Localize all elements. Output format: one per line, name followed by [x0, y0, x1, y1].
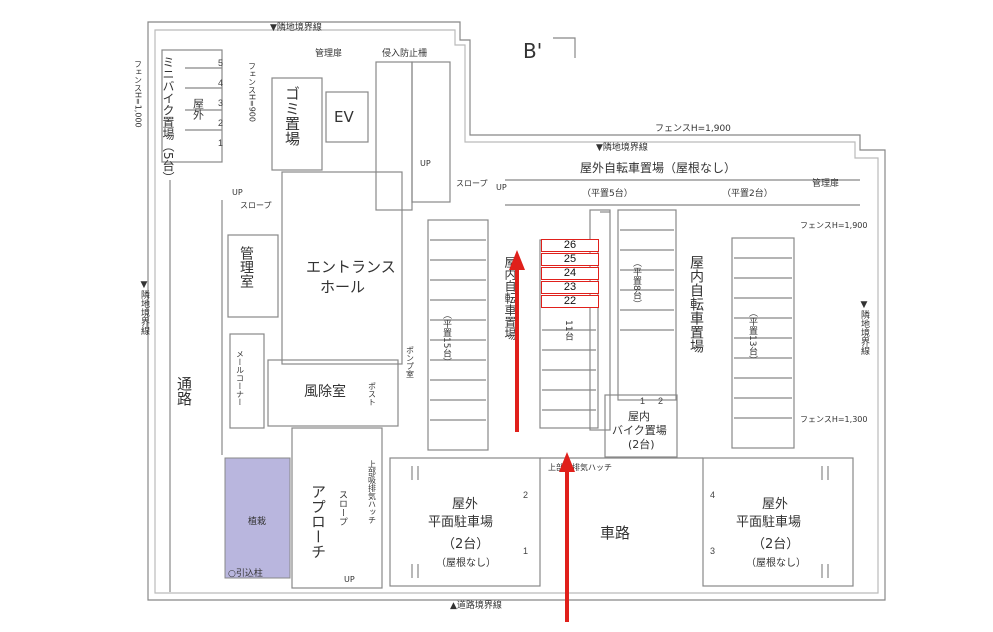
parking-left-4: （屋根なし）	[436, 556, 496, 569]
boundary-right: ▼隣地境界線	[859, 300, 870, 355]
mgmt-room: 管理室	[238, 246, 254, 288]
rack15: （平置15台）	[441, 310, 452, 366]
hatch2: 上部吸排気ハッチ	[368, 460, 377, 524]
highlight-box-24: 24	[541, 267, 599, 280]
hatch: 上部吸排気ハッチ	[548, 462, 612, 472]
up-mid: UP	[496, 183, 507, 192]
up-mid2: UP	[420, 159, 431, 168]
ev-label: EV	[334, 108, 354, 126]
mb-num: 1	[218, 138, 223, 148]
highlight-box-23: 23	[541, 281, 599, 294]
mb-num: 4	[218, 78, 223, 88]
parking-right-2: 平面駐車場	[736, 515, 801, 530]
parking-left-3: （2台）	[442, 537, 489, 552]
slope-left: スロープ	[240, 201, 272, 210]
minibike-sub: 屋外	[192, 98, 205, 121]
entrance-hall-1: エントランス	[306, 258, 396, 276]
road: 通路	[175, 376, 193, 406]
pump: ポンプ室	[406, 346, 415, 378]
fence-1900-right: フェンスH=1,900	[800, 221, 867, 230]
mb-num: 3	[218, 98, 223, 108]
parking-left-2: 平面駐車場	[428, 515, 493, 530]
outer-wall	[147, 21, 886, 601]
bike-num: 1	[640, 396, 645, 406]
fence-1300: フェンスH=1,300	[800, 415, 867, 424]
lp-num: 2	[523, 490, 528, 500]
fence-1900: フェンスH=1,900	[655, 124, 731, 134]
flat2: （平置2台）	[722, 187, 773, 199]
boundary-left: ▼隣地境界線	[139, 280, 150, 335]
planting-area	[224, 457, 291, 579]
mb-box: ポスト	[368, 382, 377, 406]
fence-left: フェンスH=1,000	[134, 60, 143, 128]
highlight-box-22: 22	[541, 295, 599, 308]
garbage-label: ゴミ置場	[283, 86, 301, 146]
rack8: （平置8台）	[631, 258, 642, 309]
b-marker: B'	[523, 39, 542, 63]
arrow-left-head	[509, 250, 525, 270]
indoor-bicycle: 屋内自転車置場	[688, 255, 704, 353]
outdoor-bicycle: 屋外自転車置場（屋根なし）	[580, 161, 736, 175]
bike-num: 2	[658, 396, 663, 406]
mgmt-door-right: 管理扉	[812, 177, 839, 189]
boundary-bottom: ▲道路境界線	[450, 599, 502, 611]
highlight-box-26: 26	[541, 239, 599, 252]
windbreak: 風除室	[304, 383, 346, 400]
boundary-mid: ▼隣地境界線	[596, 141, 648, 153]
parking-right-4: （屋根なし）	[746, 556, 806, 569]
approach: アプローチ	[309, 484, 327, 559]
parking-right-1: 屋外	[762, 497, 788, 512]
rack11: 11台	[563, 320, 574, 341]
rp-num: 4	[710, 490, 715, 500]
entrance-hall-2: ホール	[320, 278, 365, 296]
rack13: （平置13台）	[747, 308, 758, 364]
lead-in: ○引込柱	[228, 567, 263, 579]
mb-num: 2	[218, 118, 223, 128]
mgmt-door-top: 管理扉	[315, 47, 342, 59]
intrusion-fence: 侵入防止柵	[382, 47, 427, 59]
fence-small: フェンスH=900	[248, 62, 257, 122]
mb-num: 5	[218, 58, 223, 68]
mailbox: メールコーナー	[236, 350, 245, 406]
slope-approach: スロープ	[337, 490, 347, 526]
indoor-bike-1: 屋内	[628, 409, 650, 423]
rp-num: 3	[710, 546, 715, 556]
parking-left-1: 屋外	[452, 497, 478, 512]
slope-mid: スロープ	[456, 179, 488, 188]
indoor-bicycle-dup: 屋内自転車置場	[503, 256, 517, 341]
planting: 植栽	[248, 515, 266, 527]
red-arrows	[509, 250, 575, 622]
up-left: UP	[232, 188, 243, 197]
highlight-box-25: 25	[541, 253, 599, 266]
flat5: （平置5台）	[582, 187, 633, 199]
minibike-label: ミニバイク置場（5台）	[161, 56, 175, 184]
lp-num: 1	[523, 546, 528, 556]
indoor-bike-3: (2台)	[628, 437, 655, 451]
up-bottom: UP	[344, 575, 355, 584]
boundary-top: ▼隣地境界線	[270, 21, 322, 33]
parking-right-3: （2台）	[752, 537, 799, 552]
driveway: 車路	[600, 524, 630, 542]
indoor-bike-2: バイク置場	[612, 424, 667, 437]
arrow-right-head	[559, 452, 575, 472]
